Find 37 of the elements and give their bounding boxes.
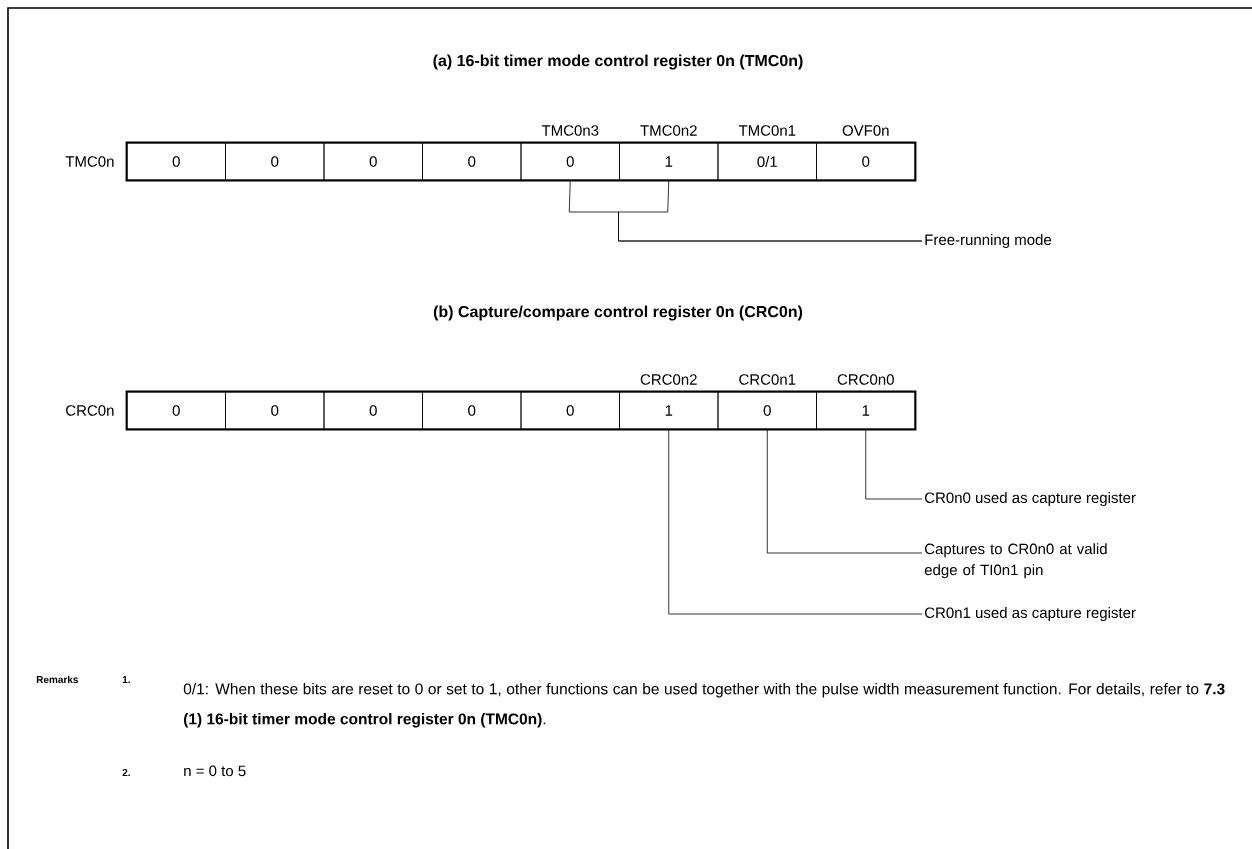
annotation-text: CR0n0 used as capture register: [925, 492, 1136, 506]
leader-line: [766, 429, 923, 554]
register-bit-cell: 0: [520, 142, 620, 181]
register-bit-cell: 0: [422, 142, 522, 181]
remark-text: 0/1: When these bits are reset to 0 or set to 1, other functions can be used together with the pulse width measurement function. For details, refer to 7.3 (1) 16-bit timer mode control register 0n (TMC0n).: [183, 683, 1225, 728]
bit-name: TMC0n1: [738, 125, 796, 136]
leader-line: [668, 429, 923, 615]
annotation-text: Free-running mode: [925, 234, 1052, 248]
bit-name: OVF0n: [842, 125, 889, 136]
register-bit-cell: 0: [323, 391, 423, 430]
register-bit-cell: 0/1: [717, 142, 817, 181]
bit-name: CRC0n2: [640, 374, 697, 385]
register-bit-cell: 1: [619, 142, 719, 181]
bit-name: TMC0n3: [541, 125, 599, 136]
register-bit-cell: 1: [619, 391, 719, 430]
remark-text: n = 0 to 5: [184, 765, 246, 777]
node-label: 0: [172, 405, 180, 416]
register-bit-cell: 0: [323, 142, 423, 181]
register-bit-cell: 0: [422, 391, 522, 430]
annotation-text: Captures to CR0n0 at valid edge of TI0n1 pin: [924, 543, 1107, 579]
register-bit-cell: 1: [816, 391, 916, 430]
bit-name: CRC0n1: [739, 374, 796, 385]
heading: (b) Capture/compare control register 0n (CRC0n): [433, 305, 803, 321]
register-bit-cell: 0: [520, 391, 620, 430]
leader-line: [865, 429, 923, 500]
remark-number: 2.: [122, 769, 130, 776]
register-bit-cell: 0: [225, 391, 325, 430]
bit-name: TMC0n2: [640, 125, 697, 136]
register-bit-cell: 0: [225, 142, 325, 181]
remarks-heading: Remarks: [36, 675, 79, 684]
register-bit-cell: 0: [816, 142, 916, 181]
annotation-text: CR0n1 used as capture register: [925, 607, 1136, 621]
node-label: 0: [172, 156, 180, 167]
bit-name: CRC0n0: [837, 374, 894, 385]
heading: (a) 16-bit timer mode control register 0n (TMC0n): [433, 54, 803, 70]
register-bit-cell: 0: [717, 391, 817, 430]
remark-number: 1.: [122, 676, 130, 683]
